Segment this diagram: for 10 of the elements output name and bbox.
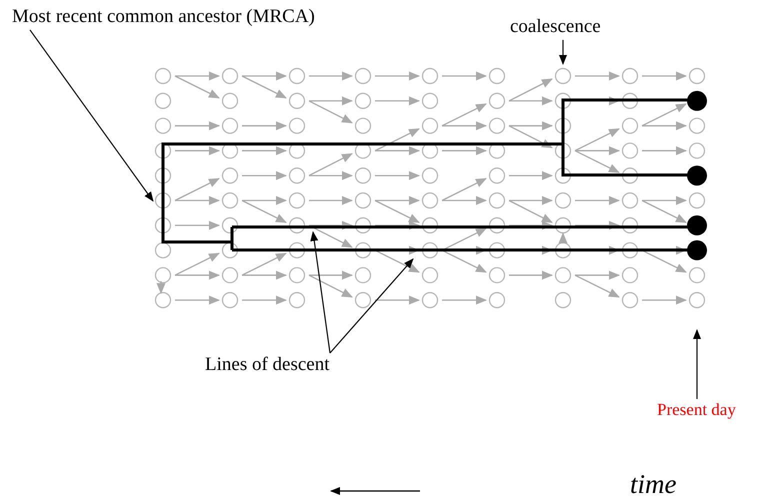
leader-line — [30, 30, 154, 202]
annotation-label: Lines of descent — [205, 355, 330, 376]
annotation-label: coalescence — [510, 17, 601, 38]
annotation-label: Present day — [657, 401, 736, 420]
axis-label: time — [630, 470, 676, 500]
annotation-label: Most recent common ancestor (MRCA) — [12, 7, 315, 28]
leader-line — [330, 258, 414, 354]
leader-line — [693, 329, 701, 399]
leader-line — [310, 231, 331, 354]
leader-line — [559, 40, 567, 65]
